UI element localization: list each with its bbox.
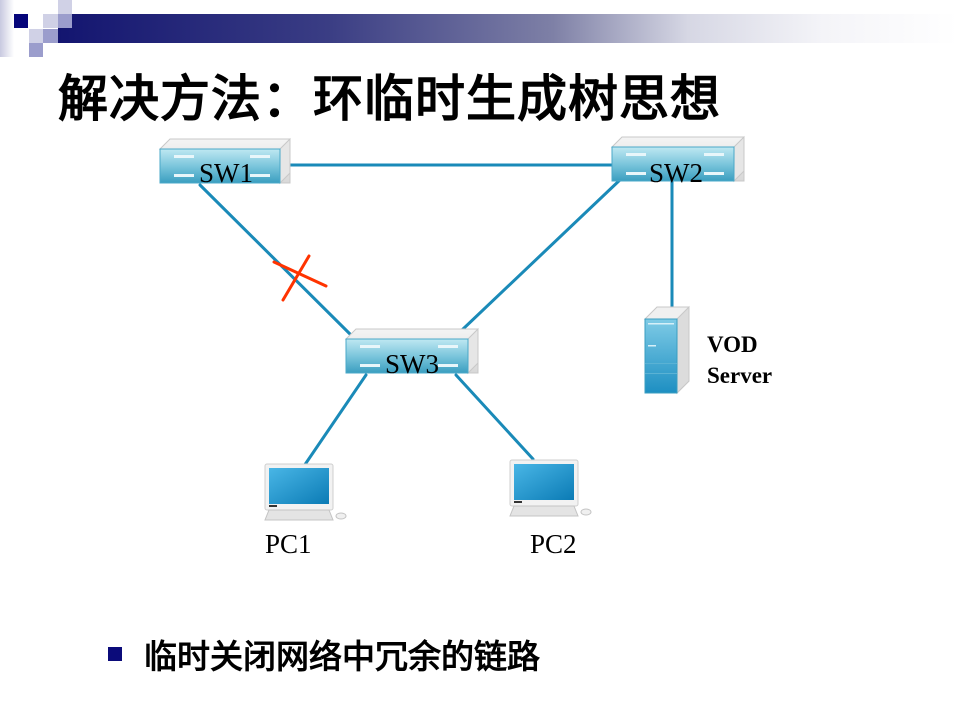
- pc2-computer-icon: [509, 459, 592, 517]
- server-label-line1: VOD: [707, 332, 758, 357]
- switch-sw3-icon: [344, 327, 479, 375]
- link-sw1-sw3: [198, 183, 356, 340]
- link-sw3-pc2: [454, 373, 535, 461]
- blocked-link-x-icon: [272, 254, 328, 302]
- sw3-label: SW3: [385, 349, 439, 379]
- switch-sw2-icon: [610, 135, 745, 183]
- deco-square: [29, 43, 43, 57]
- deco-square: [58, 14, 72, 28]
- link-sw2-sw3: [460, 176, 624, 332]
- header-gradient-band: [58, 14, 958, 43]
- deco-square: [43, 29, 58, 43]
- bullet-text: 临时关闭网络中冗余的链路: [144, 637, 540, 676]
- bullet-item: 临时关闭网络中冗余的链路: [108, 630, 540, 678]
- slide-title: 解决方法：环临时生成树思想: [58, 70, 721, 128]
- link-sw3-pc1: [302, 373, 368, 468]
- deco-square: [43, 14, 58, 28]
- deco-square: [58, 0, 72, 14]
- pc2-label: PC2: [530, 529, 577, 559]
- deco-square: [29, 29, 43, 43]
- pc1-computer-icon: [264, 463, 347, 521]
- pc1-label: PC1: [265, 529, 312, 559]
- sw2-label: SW2: [649, 158, 703, 188]
- deco-square: [0, 0, 14, 57]
- server-label: VOD Server: [707, 329, 772, 391]
- switch-sw1-icon: [158, 137, 291, 185]
- server-label-line2: Server: [707, 363, 773, 388]
- sw1-label: SW1: [199, 158, 253, 188]
- server-icon: [643, 305, 690, 395]
- bullet-square-icon: [108, 647, 122, 661]
- deco-square: [14, 14, 28, 28]
